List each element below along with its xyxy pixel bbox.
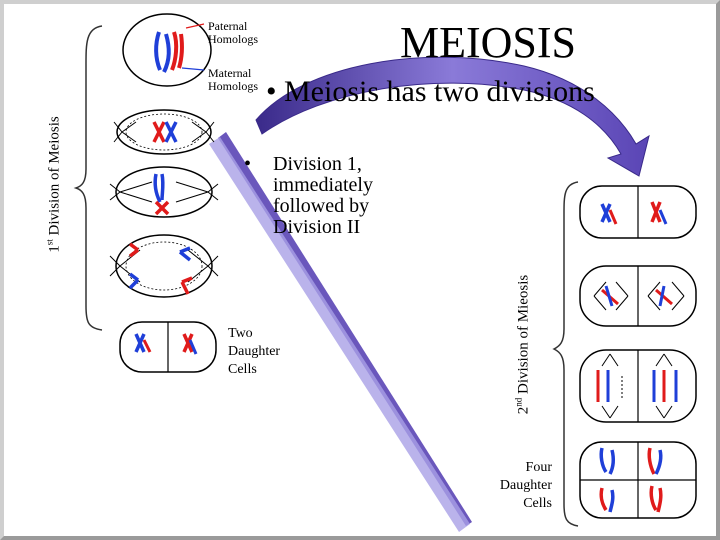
cell-metaphase-1 — [113, 109, 215, 155]
vlabel2-num: 2 — [515, 406, 532, 415]
label-second-division-vertical: 2nd Division of Mieosis — [514, 245, 533, 445]
vlabel1-sup: st — [44, 239, 55, 246]
cell-four-daughters — [579, 441, 697, 519]
label-two-daughter-cells: Two Daughter Cells — [228, 326, 281, 377]
division-wedge-icon — [209, 132, 472, 532]
label-maternal-homologs: Maternal Homologs — [208, 66, 259, 93]
vlabel2-rest: Division of Mieosis — [515, 274, 532, 398]
cell-second-prophase — [579, 185, 697, 239]
label-four-daughter-cells: Four Daughter Cells — [499, 460, 552, 511]
vlabel2-sup: nd — [513, 397, 524, 407]
cell-two-daughters — [119, 321, 217, 373]
cell-anaphase-1 — [109, 234, 219, 298]
slide-title: MEIOSIS — [400, 18, 577, 67]
label-first-division-vertical: 1st Division of Meiosis — [45, 85, 64, 285]
cell-second-metaphase — [579, 265, 697, 327]
bracket-first-division — [73, 25, 103, 331]
vlabel1-rest: Division of Meiosis — [46, 116, 63, 240]
bullet-division-1-text: Division 1, immediately followed by Divi… — [273, 153, 373, 238]
bracket-second-division — [552, 181, 579, 527]
cell-prophase — [122, 13, 212, 87]
meiosis-illustration — [73, 13, 697, 532]
bullet-dot: • — [244, 153, 252, 175]
vlabel1-num: 1 — [46, 245, 63, 253]
cell-second-anaphase — [579, 349, 697, 423]
curved-arrow-icon — [255, 56, 650, 177]
bullet-two-divisions: • Meiosis has two divisions — [266, 75, 595, 108]
label-paternal-homologs: Paternal Homologs — [208, 19, 259, 46]
cell-metaphase-2 — [109, 166, 219, 218]
